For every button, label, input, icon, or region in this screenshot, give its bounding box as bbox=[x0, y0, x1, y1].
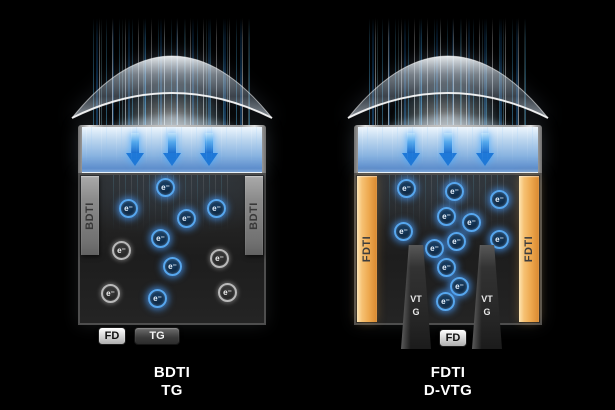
electron-symbol: e⁻ bbox=[495, 194, 504, 204]
electron-blue: e⁻ bbox=[445, 182, 464, 201]
electron-blue: e⁻ bbox=[397, 179, 416, 198]
electron-symbol: e⁻ bbox=[161, 182, 170, 192]
electron-blue: e⁻ bbox=[177, 209, 196, 228]
electron-symbol: e⁻ bbox=[402, 183, 411, 193]
down-arrow-icon bbox=[402, 133, 420, 166]
down-arrow-icon bbox=[163, 133, 181, 166]
bdti-wall-label: BDTI bbox=[84, 201, 96, 230]
down-arrow-icon bbox=[126, 133, 144, 166]
incident-light-arrows bbox=[82, 133, 262, 166]
vtg-gate-label: VTG bbox=[410, 294, 422, 317]
photodiode-layer bbox=[82, 127, 262, 173]
photodiode-surface bbox=[78, 125, 266, 173]
electron-blue: e⁻ bbox=[450, 277, 469, 296]
incident-light-arrows bbox=[358, 133, 538, 166]
microlens bbox=[347, 55, 549, 119]
electron-symbol: e⁻ bbox=[168, 261, 177, 271]
electron-symbol: e⁻ bbox=[215, 253, 224, 263]
electron-symbol: e⁻ bbox=[442, 262, 451, 272]
photodiode-layer bbox=[358, 127, 538, 173]
electron-symbol: e⁻ bbox=[430, 243, 439, 253]
fd-gate-button: FD bbox=[439, 329, 467, 347]
fdti-wall-label: FDTI bbox=[361, 235, 373, 263]
electron-symbol: e⁻ bbox=[450, 186, 459, 196]
electron-symbol: e⁻ bbox=[153, 293, 162, 303]
electron-gray: e⁻ bbox=[218, 283, 237, 302]
fd-gate-button: FD bbox=[98, 327, 126, 345]
electron-blue: e⁻ bbox=[425, 239, 444, 258]
electron-symbol: e⁻ bbox=[452, 236, 461, 246]
photodiode-surface bbox=[354, 125, 542, 173]
electron-blue: e⁻ bbox=[119, 199, 138, 218]
fdti-wall-left: FDTI bbox=[357, 176, 377, 322]
fdti-dvtg-pixel-diagram: FDTI FDTI e⁻e⁻e⁻e⁻e⁻e⁻e⁻e⁻e⁻e⁻e⁻e⁻ VTG V… bbox=[347, 18, 549, 403]
electron-blue: e⁻ bbox=[151, 229, 170, 248]
panel-caption: FDTI D-VTG bbox=[353, 364, 543, 400]
caption-line1: BDTI bbox=[153, 364, 191, 381]
bdti-wall-right: BDTI bbox=[245, 176, 263, 255]
electron-symbol: e⁻ bbox=[467, 217, 476, 227]
microlens bbox=[71, 55, 273, 119]
electron-blue: e⁻ bbox=[156, 178, 175, 197]
electron-symbol: e⁻ bbox=[441, 296, 450, 306]
bdti-tg-pixel-diagram: BDTI BDTI e⁻ e⁻ e⁻ e⁻ e⁻ e⁻ e⁻ e⁻ e⁻ e⁻ e⁻ FD TG B… bbox=[71, 18, 273, 403]
down-arrow-icon bbox=[200, 133, 218, 166]
pixel-well: FDTI FDTI e⁻e⁻e⁻e⁻e⁻e⁻e⁻e⁻e⁻e⁻e⁻e⁻ bbox=[354, 173, 542, 325]
electron-symbol: e⁻ bbox=[495, 234, 504, 244]
electron-blue: e⁻ bbox=[394, 222, 413, 241]
fdti-wall-label: FDTI bbox=[523, 235, 535, 263]
electron-symbol: e⁻ bbox=[442, 211, 451, 221]
electron-blue: e⁻ bbox=[148, 289, 167, 308]
pixel-well: BDTI BDTI e⁻ e⁻ e⁻ e⁻ e⁻ e⁻ e⁻ e⁻ e⁻ e⁻ e⁻ bbox=[78, 173, 266, 325]
caption-line2: TG bbox=[161, 382, 183, 399]
electron-gray: e⁻ bbox=[112, 241, 131, 260]
electron-symbol: e⁻ bbox=[455, 281, 464, 291]
electron-blue: e⁻ bbox=[437, 207, 456, 226]
fdti-wall-right: FDTI bbox=[519, 176, 539, 322]
down-arrow-icon bbox=[476, 133, 494, 166]
electron-blue: e⁻ bbox=[447, 232, 466, 251]
caption-line2: D-VTG bbox=[423, 382, 473, 399]
electron-symbol: e⁻ bbox=[106, 288, 115, 298]
electron-gray: e⁻ bbox=[101, 284, 120, 303]
electron-blue: e⁻ bbox=[462, 213, 481, 232]
electron-symbol: e⁻ bbox=[124, 203, 133, 213]
electron-symbol: e⁻ bbox=[212, 203, 221, 213]
electron-symbol: e⁻ bbox=[223, 287, 232, 297]
panel-caption: BDTI TG bbox=[77, 364, 267, 400]
bdti-wall-label: BDTI bbox=[248, 201, 260, 230]
electron-blue: e⁻ bbox=[436, 292, 455, 311]
electron-blue: e⁻ bbox=[207, 199, 226, 218]
electron-blue: e⁻ bbox=[163, 257, 182, 276]
down-arrow-icon bbox=[439, 133, 457, 166]
electron-gray: e⁻ bbox=[210, 249, 229, 268]
electron-blue: e⁻ bbox=[490, 230, 509, 249]
electron-symbol: e⁻ bbox=[156, 233, 165, 243]
vtg-gate-label: VTG bbox=[481, 294, 493, 317]
electron-symbol: e⁻ bbox=[117, 245, 126, 255]
electron-blue: e⁻ bbox=[490, 190, 509, 209]
caption-line1: FDTI bbox=[430, 364, 466, 381]
electron-symbol: e⁻ bbox=[399, 226, 408, 236]
bdti-wall-left: BDTI bbox=[81, 176, 99, 255]
tg-gate-button: TG bbox=[134, 327, 180, 345]
electron-symbol: e⁻ bbox=[182, 213, 191, 223]
electron-blue: e⁻ bbox=[437, 258, 456, 277]
